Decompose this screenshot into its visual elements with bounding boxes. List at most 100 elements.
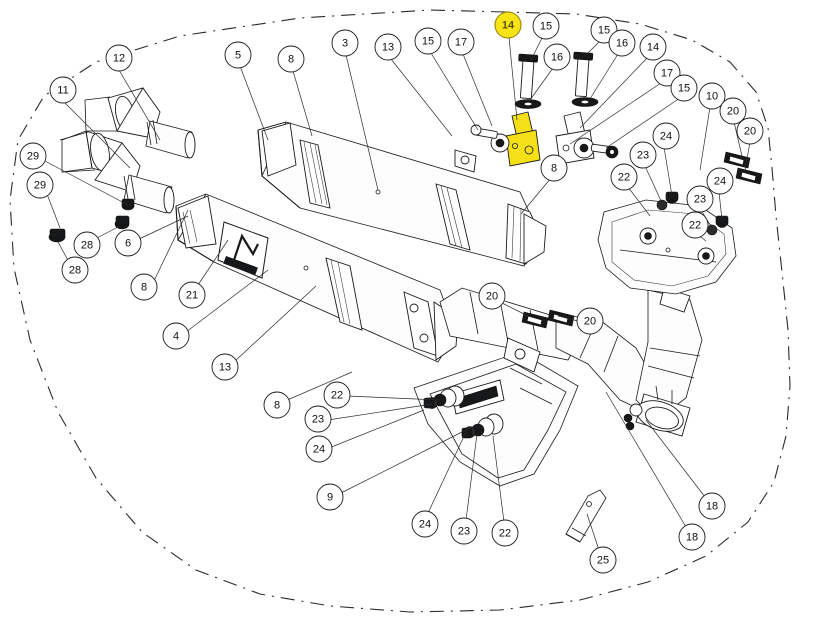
callout-balloon-29[interactable]: 29 [19,142,47,170]
callout-circle[interactable] [491,519,519,547]
callout-circle[interactable] [411,510,439,538]
callout-circle[interactable] [114,229,142,257]
callout-circle[interactable] [494,11,522,39]
callout-circle[interactable] [706,167,734,195]
callout-balloon-22[interactable]: 22 [681,211,709,239]
callout-balloon-6[interactable]: 6 [114,229,142,257]
callout-number: 13 [382,42,394,54]
callout-balloon-24[interactable]: 24 [706,167,734,195]
callout-balloon-20[interactable]: 20 [576,307,604,335]
callout-circle[interactable] [532,12,560,40]
callout-circle[interactable] [26,171,54,199]
callout-balloon-15[interactable]: 15 [670,74,698,102]
callout-balloon-23[interactable]: 23 [450,517,478,545]
callout-circle[interactable] [450,517,478,545]
callout-balloon-5[interactable]: 5 [224,41,252,69]
callout-balloon-24[interactable]: 24 [305,435,333,463]
callout-balloon-8[interactable]: 8 [277,45,305,73]
callout-balloon-15[interactable]: 15 [532,12,560,40]
callout-circle[interactable] [447,28,475,56]
callout-balloon-18[interactable]: 18 [698,492,726,520]
callout-balloon-24[interactable]: 24 [652,122,680,150]
callout-balloon-20[interactable]: 20 [478,282,506,310]
callout-circle[interactable] [263,391,291,419]
callout-balloon-28[interactable]: 28 [73,231,101,259]
callout-circle[interactable] [639,33,667,61]
bracket-pivot-left [470,124,510,153]
callout-balloon-14[interactable]: 14 [639,33,667,61]
callout-circle[interactable] [414,27,442,55]
callout-balloon-24[interactable]: 24 [411,510,439,538]
callout-circle[interactable] [540,154,568,182]
callout-balloon-16[interactable]: 16 [608,29,636,57]
callout-circle[interactable] [589,546,617,574]
callout-circle[interactable] [49,76,77,104]
callout-circle[interactable] [277,45,305,73]
callout-circle[interactable] [331,29,359,57]
callout-circle[interactable] [686,185,714,213]
callout-circle[interactable] [374,33,402,61]
callout-circle[interactable] [178,281,206,309]
callout-balloon-17[interactable]: 17 [447,28,475,56]
callout-circle[interactable] [61,256,89,284]
callout-circle[interactable] [162,322,190,350]
callout-circle[interactable] [610,163,638,191]
callout-balloon-3[interactable]: 3 [331,29,359,57]
callout-balloon-23[interactable]: 23 [304,405,332,433]
callout-balloon-22[interactable]: 22 [491,519,519,547]
highlighted-bracket-part[interactable] [505,111,541,167]
callout-circle[interactable] [681,211,709,239]
callout-balloon-20[interactable]: 20 [719,97,747,125]
callout-number: 23 [312,414,324,426]
callout-balloon-13[interactable]: 13 [211,353,239,381]
callout-balloon-18[interactable]: 18 [678,523,706,551]
callout-balloon-8[interactable]: 8 [263,391,291,419]
callout-circle[interactable] [19,142,47,170]
callout-number: 23 [694,194,706,206]
callout-balloon-11[interactable]: 11 [49,76,77,104]
callout-balloon-12[interactable]: 12 [105,44,133,72]
callout-circle[interactable] [305,435,333,463]
callout-balloon-14[interactable]: 14 [494,11,522,39]
callout-balloon-10[interactable]: 10 [698,82,726,110]
callout-balloon-13[interactable]: 13 [374,33,402,61]
callout-number: 4 [173,331,179,343]
callout-balloon-8[interactable]: 8 [130,273,158,301]
callout-circle[interactable] [652,122,680,150]
callout-balloon-25[interactable]: 25 [589,546,617,574]
callout-circle[interactable] [316,483,344,511]
callout-circle[interactable] [653,59,681,87]
callout-circle[interactable] [576,307,604,335]
callout-circle[interactable] [224,41,252,69]
callout-circle[interactable] [670,74,698,102]
callout-balloon-28[interactable]: 28 [61,256,89,284]
callout-circle[interactable] [608,29,636,57]
callout-balloon-17[interactable]: 17 [653,59,681,87]
callout-balloon-22[interactable]: 22 [610,163,638,191]
callout-balloon-29[interactable]: 29 [26,171,54,199]
callout-balloon-15[interactable]: 15 [414,27,442,55]
callout-circle[interactable] [105,44,133,72]
callout-circle[interactable] [543,43,571,71]
callout-circle[interactable] [73,231,101,259]
callout-circle[interactable] [323,381,351,409]
callout-balloon-8[interactable]: 8 [540,154,568,182]
callout-circle[interactable] [678,523,706,551]
callout-circle[interactable] [629,141,657,169]
callout-balloon-16[interactable]: 16 [543,43,571,71]
callout-circle[interactable] [211,353,239,381]
callout-balloon-4[interactable]: 4 [162,322,190,350]
callout-balloon-20[interactable]: 20 [736,117,764,145]
callout-circle[interactable] [130,273,158,301]
callout-balloon-23[interactable]: 23 [629,141,657,169]
callout-balloon-9[interactable]: 9 [316,483,344,511]
callout-balloon-22[interactable]: 22 [323,381,351,409]
callout-circle[interactable] [736,117,764,145]
callout-circle[interactable] [698,82,726,110]
callout-balloon-21[interactable]: 21 [178,281,206,309]
callout-balloon-23[interactable]: 23 [686,185,714,213]
callout-circle[interactable] [478,282,506,310]
callout-circle[interactable] [698,492,726,520]
callout-circle[interactable] [719,97,747,125]
callout-circle[interactable] [304,405,332,433]
